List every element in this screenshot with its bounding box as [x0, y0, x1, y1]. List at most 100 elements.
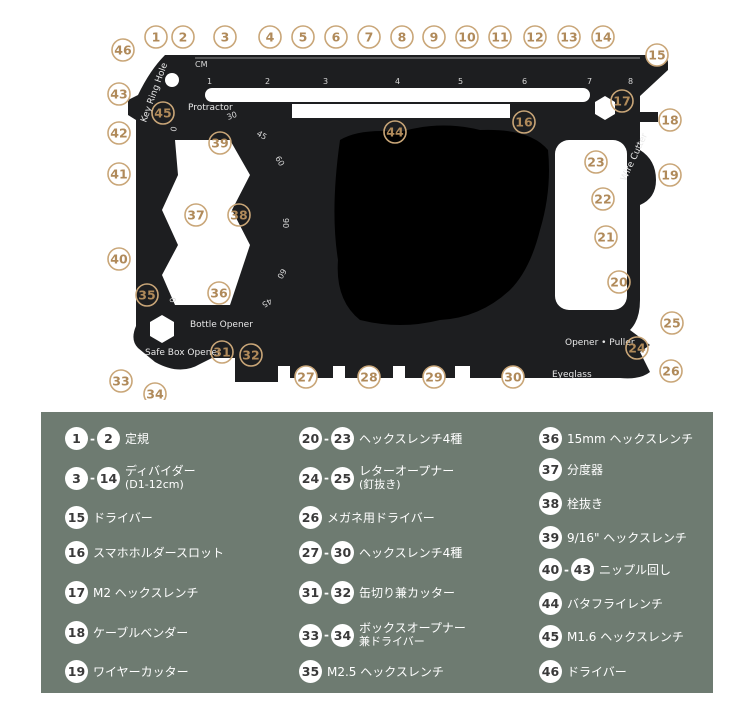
legend-label-line: 缶切り兼カッター — [358, 585, 455, 600]
legend-label-line: ドライバー — [93, 510, 153, 525]
legend-label-line: M2.5 ヘックスレンチ — [327, 664, 444, 679]
callout-number: 40 — [110, 252, 128, 267]
legend-label-line: ドライバー — [567, 664, 627, 679]
callout-number: 18 — [661, 113, 678, 128]
callout-number: 30 — [504, 370, 522, 385]
ruler-tick-2: 2 — [265, 77, 270, 86]
legend-number: 27 — [299, 541, 322, 564]
legend-number: 23 — [330, 427, 354, 450]
legend-number: 31 — [299, 581, 322, 604]
callout-ring — [645, 43, 669, 67]
callout-number: 5 — [299, 30, 308, 45]
legend-number: 32 — [330, 581, 354, 604]
callout-ring — [227, 203, 251, 227]
legend-number: 19 — [65, 660, 88, 683]
legend-number: 44 — [539, 592, 562, 615]
protractor-tick: 30 — [226, 110, 239, 122]
legend-label: 15mm ヘックスレンチ — [567, 432, 693, 446]
legend-number: 45 — [539, 625, 562, 648]
legend-number: 2 — [96, 427, 120, 450]
bottle-opener-label: Bottle Opener — [190, 320, 253, 330]
callout-number: 8 — [398, 30, 407, 45]
legend-label-line: メガネ用ドライバー — [327, 510, 435, 525]
legend-label: ボックスオープナー兼ドライバー — [359, 621, 466, 649]
callout-number: 27 — [297, 370, 314, 385]
callout-ring — [523, 25, 547, 49]
callout-number: 20 — [610, 275, 628, 290]
callout-ring — [660, 311, 684, 335]
callout-number: 25 — [663, 316, 680, 331]
legend-number: 20 — [299, 427, 322, 450]
ruler-tick-5: 5 — [458, 77, 463, 86]
key-ring-hole — [165, 73, 179, 87]
callout-ring — [422, 365, 446, 389]
range-dash: - — [90, 471, 95, 485]
legend-number: 18 — [65, 621, 88, 644]
m2-hex-hole — [595, 96, 615, 120]
legend-label-line: ヘックスレンチ4種 — [358, 545, 463, 560]
callout-ring — [658, 163, 682, 187]
legend-label-line: ボックスオープナー — [358, 621, 466, 635]
callout-number: 23 — [587, 155, 604, 170]
callout-ring — [207, 281, 231, 305]
legend-label-line: 9/16" ヘックスレンチ — [567, 530, 687, 545]
callout-number: 12 — [526, 30, 543, 45]
callout-number: 3 — [221, 30, 230, 45]
callout-ring — [488, 25, 512, 49]
legend-label: M2 ヘックスレンチ — [93, 586, 198, 600]
opener-puller-label: Opener • Puller — [565, 338, 635, 348]
callout-number: 31 — [213, 345, 230, 360]
range-dash: - — [324, 545, 329, 560]
protractor-tick: 90 — [281, 218, 290, 228]
range-dash: - — [324, 471, 329, 485]
callout-number: 14 — [594, 30, 612, 45]
callout-ring — [111, 38, 135, 62]
protractor-tick: 0 — [169, 126, 179, 133]
legend-label: ドライバー — [567, 665, 627, 679]
legend-label: ワイヤーカッター — [93, 665, 189, 679]
callout-ring — [208, 131, 232, 155]
callout-ring — [594, 225, 618, 249]
callout-ring — [107, 82, 131, 106]
callout-number: 46 — [114, 43, 132, 58]
multitool-card: CM Protractor Bottle Opener Safe Box Ope… — [128, 55, 668, 382]
censored-region — [334, 125, 549, 325]
callout-number: 17 — [613, 94, 630, 109]
legend-label: 栓抜き — [567, 497, 603, 511]
callout-number: 38 — [230, 208, 247, 223]
callout-ring — [383, 120, 407, 144]
protractor-tick: 60 — [273, 155, 286, 168]
phone-holder-slot — [292, 104, 510, 118]
legend-label-line: 分度器 — [567, 462, 604, 477]
legend-label: 定規 — [125, 432, 149, 446]
legend-label-line: バタフライレンチ — [567, 596, 664, 611]
callout-ring — [107, 247, 131, 271]
legend-label-line: ワイヤーカッター — [93, 664, 189, 679]
legend-number: 3 — [65, 466, 88, 490]
ruler-tick-6: 6 — [522, 77, 527, 86]
legend-number: 37 — [539, 458, 562, 481]
callout-ring — [584, 150, 608, 174]
callout-number: 16 — [515, 115, 533, 130]
callout-ring — [144, 25, 168, 49]
callout-ring — [659, 359, 683, 383]
callout-ring — [658, 108, 682, 132]
legend-number: 33 — [299, 623, 322, 647]
callout-number: 33 — [112, 374, 129, 389]
callout-number: 13 — [560, 30, 577, 45]
protractor-tick: 60 — [275, 267, 288, 280]
callout-number: 39 — [211, 136, 228, 151]
legend-label-line: (D1-12cm) — [124, 478, 184, 491]
legend-entry: 37 分度器 — [539, 458, 603, 481]
